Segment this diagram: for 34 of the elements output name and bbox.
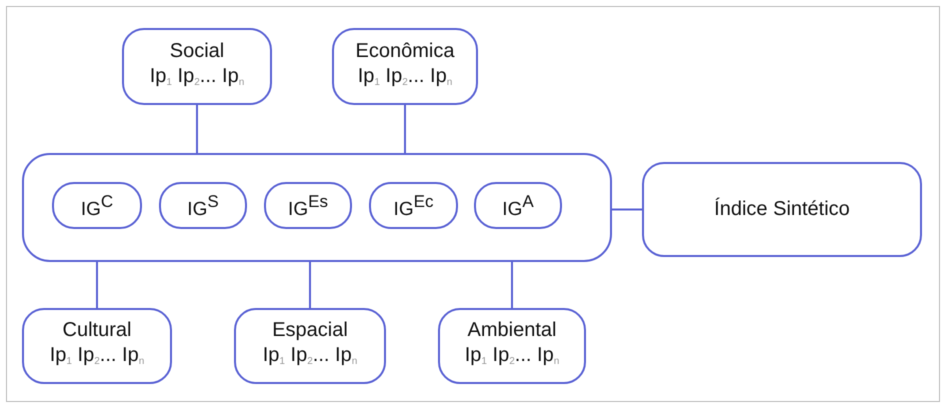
indicator-list: Ip$_{1}$ Ip$_{2}$... Ip$_{n}$ [262, 343, 358, 374]
rounded-box [332, 28, 478, 105]
rounded-box [234, 308, 386, 384]
connector-line [404, 105, 406, 153]
indicator-list: Ip$_{1}$ Ip$_{2}$... Ip$_{n}$ [150, 64, 244, 94]
index-label: IG$^{A}$ [502, 191, 534, 222]
rounded-box [22, 308, 172, 384]
connector-line [511, 262, 513, 308]
node-title: Espacial [272, 318, 348, 343]
index-pill [159, 182, 247, 229]
index-pill [474, 182, 562, 229]
index-label: IG$^{Es}$ [288, 191, 328, 222]
indicator-list: Ip$_{1}$ Ip$_{2}$... Ip$_{n}$ [50, 343, 144, 374]
node-title: Econômica [356, 38, 454, 64]
connector-line [309, 262, 311, 308]
node-title: Cultural [62, 318, 132, 343]
connector-line [612, 208, 642, 210]
node-title: Índice Sintético [714, 197, 850, 222]
index-label: IG$^{C}$ [80, 191, 114, 222]
connector-line [196, 105, 198, 153]
index-label: IG$^{Ec}$ [394, 191, 434, 222]
node-title: Social [170, 38, 224, 64]
connector-line [96, 262, 98, 308]
container-box [22, 153, 612, 262]
indicator-list: Ip$_{1}$ Ip$_{2}$... Ip$_{n}$ [464, 343, 560, 374]
indicator-list: Ip$_{1}$ Ip$_{2}$... Ip$_{n}$ [358, 64, 452, 94]
rounded-box [438, 308, 586, 384]
index-pill [52, 182, 142, 229]
rounded-box [122, 28, 272, 105]
index-pill [369, 182, 458, 229]
index-pill [264, 182, 352, 229]
node-title: Ambiental [468, 318, 556, 343]
index-label: IG$^{S}$ [187, 191, 219, 222]
rounded-box [642, 162, 922, 257]
